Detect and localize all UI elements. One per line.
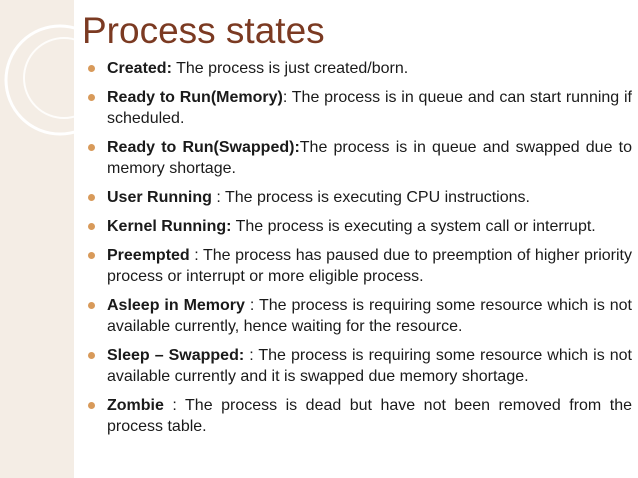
bullet-list: Created: The process is just created/bor… (88, 58, 632, 445)
bullet-text: : The process is dead but have not been … (107, 397, 632, 435)
decorative-circle-outer (4, 24, 100, 136)
bullet-term: Ready to Run(Swapped): (107, 139, 300, 156)
bullet-term: Created: (107, 60, 172, 77)
bullet-dot-icon (88, 402, 95, 409)
bullet-item-preempted: Preempted : The process has paused due t… (88, 245, 632, 287)
bullet-term: Zombie (107, 397, 164, 414)
bullet-text: : The process is in queue and can start … (107, 89, 633, 127)
bullet-dot-icon (88, 65, 95, 72)
bullet-item-ready-to-run-swapped: Ready to Run(Swapped):The process is in … (88, 137, 632, 179)
bullet-term: Asleep in Memory (107, 297, 245, 314)
bullet-dot-icon (88, 252, 95, 259)
bullet-dot-icon (88, 144, 95, 151)
bullet-item-zombie: Zombie : The process is dead but have no… (88, 395, 632, 437)
bullet-dot-icon (88, 194, 95, 201)
bullet-dot-icon (88, 352, 95, 359)
bullet-item-created: Created: The process is just created/bor… (88, 58, 632, 79)
bullet-item-kernel-running: Kernel Running: The process is executing… (88, 216, 632, 237)
bullet-dot-icon (88, 223, 95, 230)
bullet-term: Preempted (107, 247, 190, 264)
decorative-side-band (0, 0, 74, 478)
bullet-text: The process is just created/born. (171, 60, 409, 77)
bullet-item-ready-to-run-memory: Ready to Run(Memory): The process is in … (88, 87, 632, 129)
bullet-text: : The process is requiring some resource… (107, 297, 633, 335)
bullet-term: Sleep – Swapped: (107, 347, 245, 364)
decorative-circles (4, 24, 100, 136)
bullet-text: : The process is executing CPU instructi… (211, 189, 530, 206)
decorative-circle-inner (23, 37, 100, 119)
bullet-dot-icon (88, 302, 95, 309)
slide-title: Process states (82, 10, 325, 51)
bullet-item-sleep-swapped: Sleep – Swapped: : The process is requir… (88, 345, 632, 387)
bullet-dot-icon (88, 94, 95, 101)
bullet-term: Kernel Running: (107, 218, 232, 235)
bullet-item-user-running: User Running : The process is executing … (88, 187, 632, 208)
bullet-term: Ready to Run(Memory) (107, 89, 283, 106)
bullet-text: : The process has paused due to preempti… (107, 247, 632, 285)
bullet-item-asleep-in-memory: Asleep in Memory : The process is requir… (88, 295, 632, 337)
bullet-text: : The process is requiring some resource… (107, 347, 632, 385)
bullet-text: The process is in queue and swapped due … (107, 139, 632, 177)
bullet-term: User Running (107, 189, 212, 206)
bullet-text: The process is executing a system call o… (231, 218, 596, 235)
